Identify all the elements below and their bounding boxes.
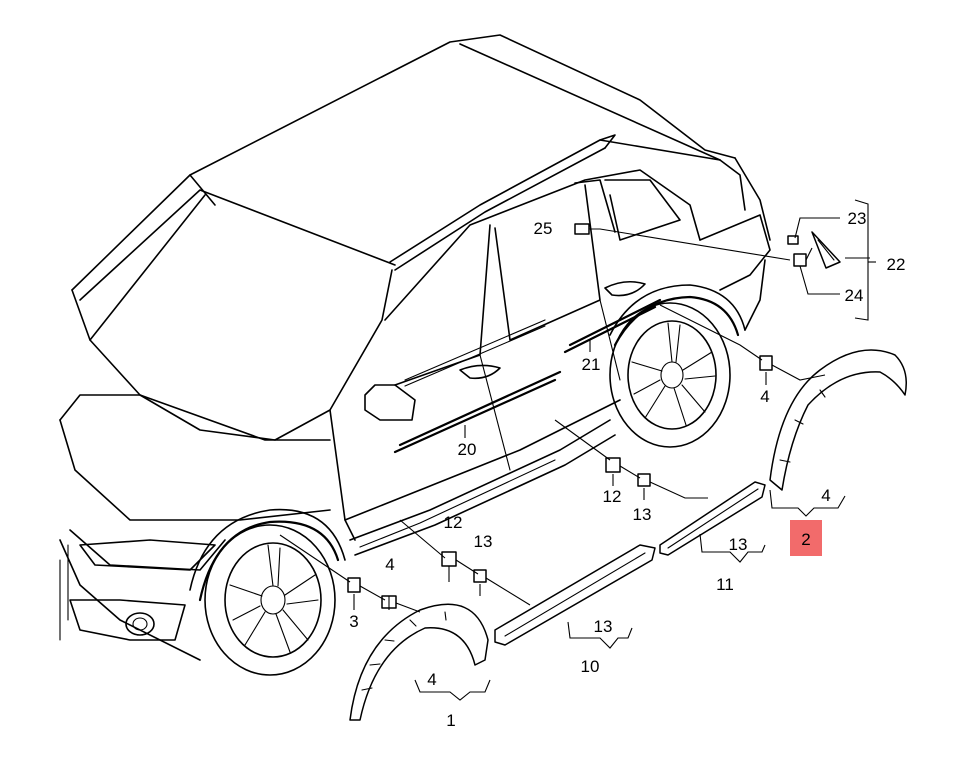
callout-3: 3 xyxy=(349,612,358,631)
callout-10: 10 xyxy=(581,657,600,676)
part-sill-trim-10 xyxy=(494,544,656,646)
callout-4-rear-clip: 4 xyxy=(760,387,769,406)
callout-21: 21 xyxy=(582,355,601,374)
callout-4-front-clip: 4 xyxy=(385,555,394,574)
fasteners xyxy=(347,223,773,609)
callout-22: 22 xyxy=(887,255,906,274)
callout-4-front-arch: 4 xyxy=(427,670,436,689)
leader-lines xyxy=(279,199,876,701)
callout-1: 1 xyxy=(446,711,455,730)
callout-13-sill-10: 13 xyxy=(594,617,613,636)
callout-25: 25 xyxy=(534,219,553,238)
rear-wheel xyxy=(609,302,731,448)
highlight-marker xyxy=(790,520,822,556)
part-sill-trim-11 xyxy=(659,481,766,556)
front-wheel xyxy=(204,524,336,676)
callout-12-rear: 12 xyxy=(603,487,622,506)
callout-24: 24 xyxy=(845,286,864,305)
callout-13-sill-11: 13 xyxy=(729,535,748,554)
part-front-wheel-arch-trim xyxy=(349,603,489,721)
callout-4-rear-arch: 4 xyxy=(821,486,830,505)
car-body-outline xyxy=(59,34,771,661)
callout-23: 23 xyxy=(848,209,867,228)
callout-2: 2 xyxy=(801,530,810,549)
callout-12-front: 12 xyxy=(444,513,463,532)
callout-13-front-clip: 13 xyxy=(474,532,493,551)
callout-20: 20 xyxy=(458,440,477,459)
part-rear-wheel-arch-trim xyxy=(769,349,907,491)
callout-11: 11 xyxy=(716,575,734,594)
part-triangle-trim-22 xyxy=(787,231,841,269)
callout-13-rear-clip: 13 xyxy=(633,505,652,524)
